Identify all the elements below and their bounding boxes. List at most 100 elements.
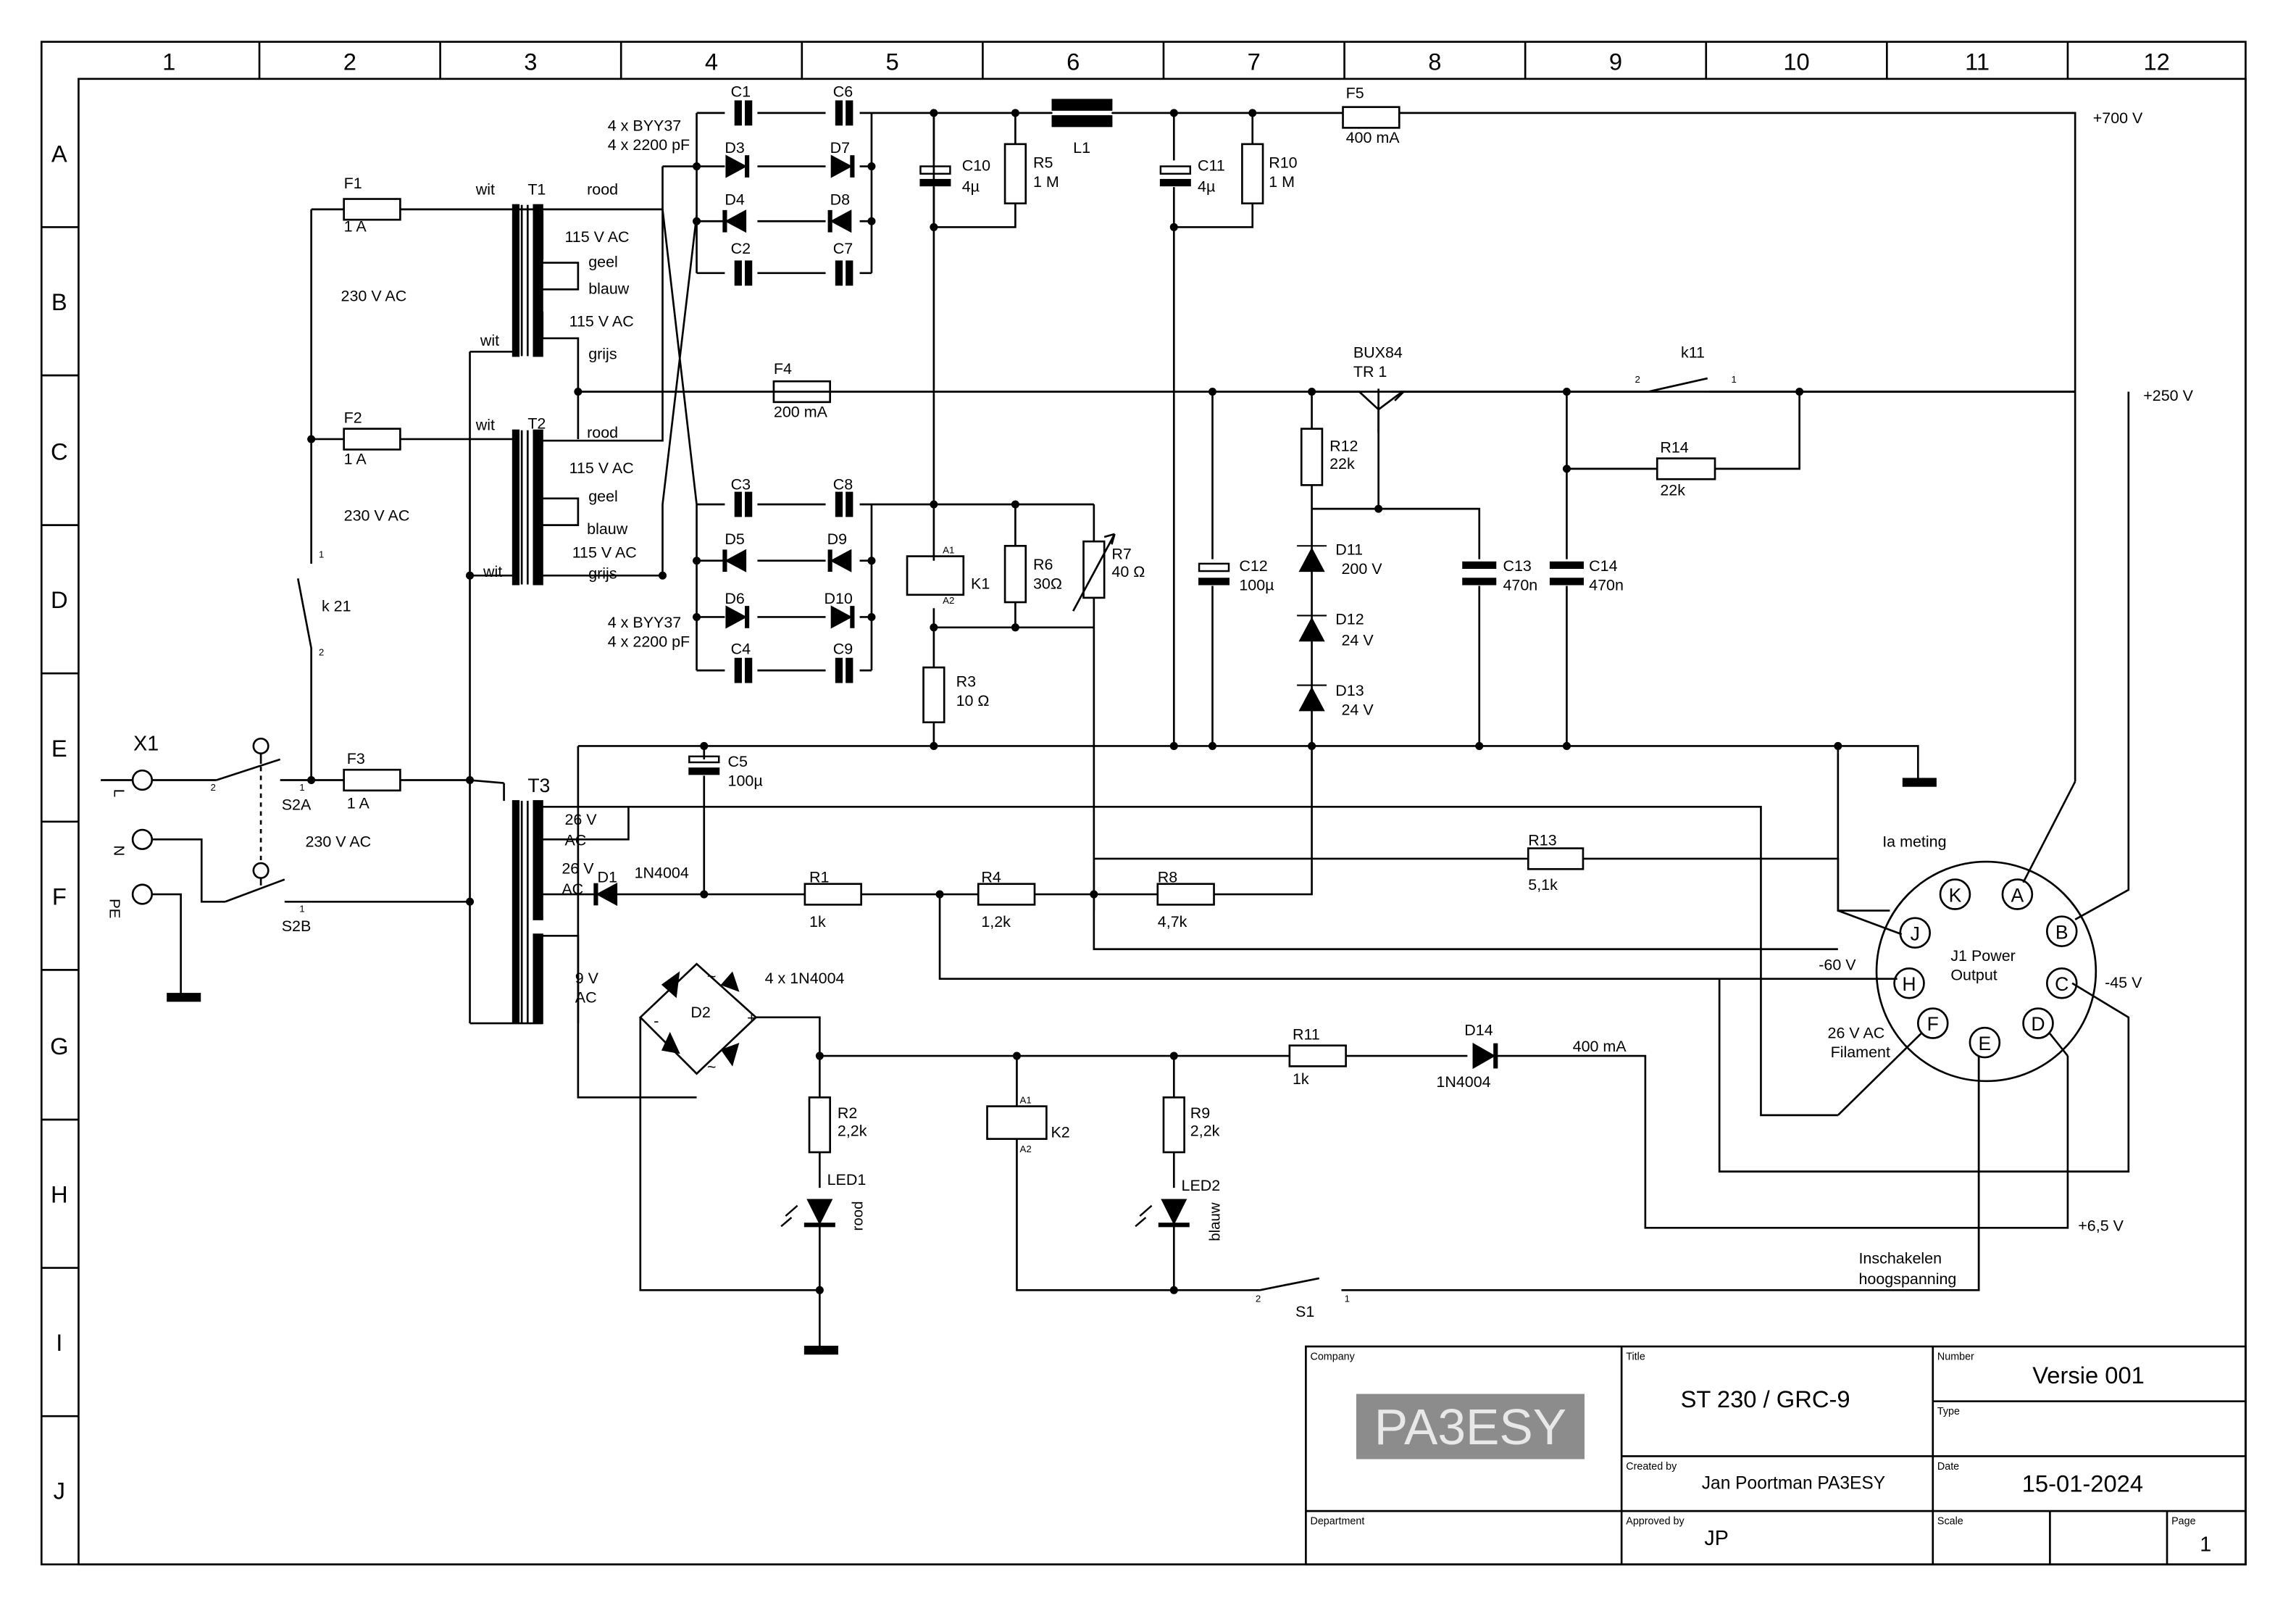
label: PE (106, 899, 122, 918)
label: 1 (319, 549, 324, 560)
label: 22k (1329, 455, 1355, 472)
pin-label: C (2055, 973, 2069, 995)
label: - (654, 1012, 659, 1030)
label: D4 (725, 191, 745, 209)
label: F1 (344, 175, 362, 192)
label: 100µ (1239, 577, 1274, 594)
label: R8 (1158, 869, 1177, 886)
created-label: Created by (1626, 1461, 1677, 1473)
row-label: B (51, 288, 67, 315)
label: 1 (1732, 374, 1737, 385)
label: 1 (299, 782, 304, 793)
label: 4 x 2200 pF (608, 633, 690, 650)
label: wit (475, 417, 495, 434)
label: 2 (1635, 374, 1640, 385)
label: rood (587, 424, 618, 441)
label: k11 (1681, 343, 1705, 361)
label: blauw (587, 520, 628, 538)
label: 2 (319, 647, 324, 658)
row-label: F (52, 883, 67, 909)
label: 230 V AC (341, 288, 407, 305)
version-number: Versie 001 (2032, 1362, 2145, 1388)
label: T3 (527, 775, 550, 796)
label: C7 (833, 240, 853, 257)
department-label: Department (1311, 1516, 1365, 1528)
label: 24 V (1341, 701, 1374, 718)
label: 1 (299, 904, 304, 915)
label: A2 (1020, 1144, 1032, 1154)
label: ~ (707, 1059, 717, 1076)
page-number: 1 (2200, 1533, 2211, 1556)
label: 200 V (1341, 560, 1382, 578)
label: D2 (690, 1004, 710, 1021)
label: 400 mA (1346, 129, 1400, 146)
label: LED1 (827, 1171, 867, 1188)
label: 1N4004 (635, 865, 689, 882)
label: -45 V (2105, 974, 2142, 991)
label: 4 x BYY37 (608, 614, 681, 631)
label: 30Ω (1033, 575, 1062, 593)
label: Ia meting (1882, 833, 1946, 851)
label: A1 (943, 545, 954, 556)
label: D5 (725, 530, 745, 548)
label: S1 (1295, 1303, 1314, 1320)
label: blauw (588, 280, 630, 297)
row-label: J (54, 1478, 65, 1504)
wiring (40, 41, 2247, 1566)
label: 9 V (575, 970, 599, 987)
date-value: 15-01-2024 (2022, 1470, 2143, 1497)
row-label: C (51, 438, 68, 465)
col-label: 6 (1066, 49, 1080, 75)
col-label: 7 (1248, 49, 1261, 75)
pin-label: E (1979, 1033, 1992, 1054)
label: 26 V AC (1828, 1024, 1885, 1041)
label: 10 Ω (956, 692, 990, 709)
row-label: A (51, 140, 67, 167)
component-bodies (167, 99, 1937, 1355)
drawing-title: ST 230 / GRC-9 (1681, 1386, 1850, 1412)
label: C5 (728, 753, 748, 770)
label: 1k (809, 913, 826, 930)
label: C6 (833, 83, 853, 100)
label: rood (587, 180, 618, 198)
col-label: 12 (2143, 49, 2169, 75)
label: 2 (211, 782, 216, 793)
label: S2A (282, 796, 312, 813)
label: D10 (824, 590, 852, 607)
label: X1 (133, 733, 159, 756)
label: 24 V (1341, 631, 1374, 649)
label: LED2 (1182, 1177, 1221, 1194)
label: L (111, 789, 128, 797)
label: +700 V (2093, 109, 2143, 127)
label: R2 (838, 1104, 857, 1122)
label: K2 (1051, 1124, 1069, 1141)
label: C10 (962, 157, 990, 175)
label: C3 (731, 476, 751, 494)
col-label: 2 (343, 49, 356, 75)
title-label: Title (1626, 1351, 1645, 1362)
col-label: 1 (162, 49, 175, 75)
label: C4 (731, 641, 751, 658)
scale-label: Scale (1937, 1516, 1963, 1528)
label: A2 (943, 595, 954, 606)
label: C9 (833, 641, 853, 658)
label: F5 (1346, 84, 1364, 101)
date-label: Date (1937, 1461, 1959, 1473)
label: 4µ (962, 178, 980, 195)
label: D8 (830, 191, 850, 209)
label: wit (475, 180, 495, 198)
label: k 21 (322, 597, 351, 615)
col-label: 4 (705, 49, 718, 75)
col-label: 11 (1965, 49, 1990, 75)
label: grijs (588, 565, 617, 582)
pin-label: H (1902, 973, 1916, 995)
label: 2,2k (1190, 1123, 1220, 1140)
approved-by: JP (1704, 1527, 1728, 1550)
label: 1N4004 (1436, 1073, 1490, 1091)
label: R7 (1111, 546, 1131, 563)
label: D9 (827, 530, 847, 548)
approved-label: Approved by (1626, 1516, 1685, 1528)
label: C14 (1589, 557, 1617, 575)
label: L1 (1073, 139, 1090, 157)
